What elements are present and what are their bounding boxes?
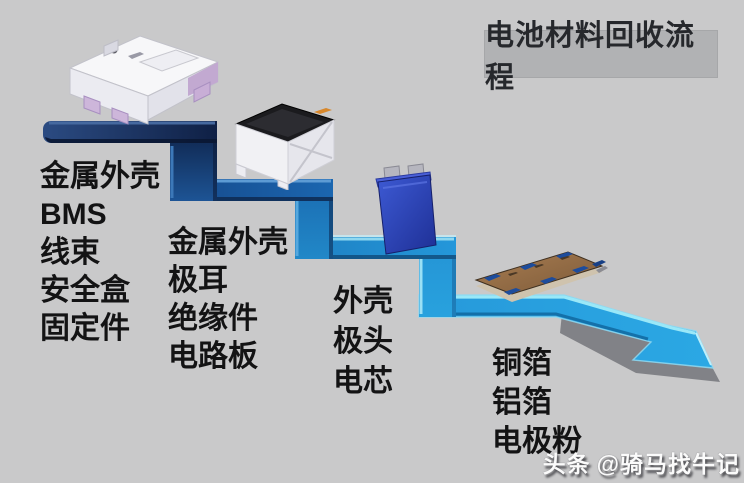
material-label: 电芯 [333,365,393,398]
watermark-brand: 头条 [542,451,591,477]
material-label: 铝箔 [492,386,552,419]
electrode-jellyroll-3d-icon [474,251,608,302]
diagram-title: 电池材料回收流程 [485,20,696,94]
step-2-materials: 金属外壳 极耳 绝缘件 电路板 [168,224,288,376]
material-label: 线束 [40,236,100,269]
material-label: BMS [40,198,107,231]
material-label: 外壳 [333,285,393,318]
material-label: 绝缘件 [168,302,258,335]
material-label: 铜箔 [492,347,552,380]
material-label: 极耳 [168,264,228,297]
material-label: 电极粉 [492,425,582,458]
material-label: 极头 [333,325,393,358]
battery-pack-3d-icon [68,35,220,125]
material-label: 安全盒 [40,274,130,307]
watermark-handle: @骑马找牛记 [596,451,740,477]
watermark: 头条@骑马找牛记 [543,445,740,479]
step-3-materials: 外壳 极头 电芯 [333,282,393,402]
material-label: 金属外壳 [40,160,160,193]
material-label: 电路板 [168,340,258,373]
material-label: 固定件 [40,312,130,345]
material-label: 金属外壳 [168,226,288,259]
diagram-title-box: 电池材料回收流程 [484,20,718,94]
battery-module-3d-icon [234,103,336,190]
prismatic-cell-3d-icon [375,163,437,255]
step-4-materials: 铜箔 铝箔 电极粉 [492,344,582,461]
step-1-materials: 金属外壳 BMS 线束 安全盒 固定件 [40,158,160,348]
